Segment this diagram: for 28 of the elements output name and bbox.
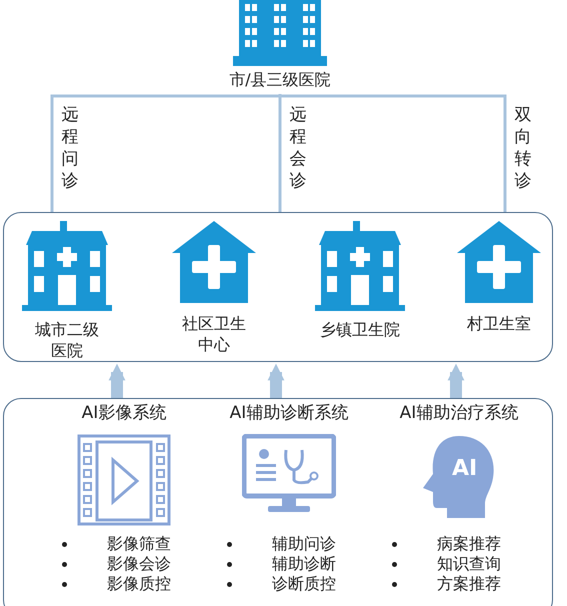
node-label: 乡镇卫生院 xyxy=(319,319,401,340)
block-arrow xyxy=(108,364,126,398)
block-arrow xyxy=(448,364,464,398)
system-title: AI辅助治疗系统 xyxy=(398,403,520,424)
group-box xyxy=(3,398,553,606)
list-item: 影像质控 xyxy=(107,574,171,594)
list-item: 辅助问诊 xyxy=(272,534,336,554)
system-title: AI辅助诊断系统 xyxy=(228,403,350,424)
list-item: 知识查询 xyxy=(437,554,501,574)
system-title: AI影像系统 xyxy=(80,403,168,424)
list-item: 方案推荐 xyxy=(437,574,501,594)
edge-label: 远程问诊 xyxy=(61,104,79,192)
node-label: 村卫生室 xyxy=(466,313,532,334)
connector-line xyxy=(50,93,282,212)
group-box xyxy=(3,212,553,362)
list-item: 辅助诊断 xyxy=(272,554,336,574)
node-label: 市/县三级医院 xyxy=(228,69,332,90)
block-arrow xyxy=(268,364,284,398)
edge-label: 双向转诊 xyxy=(514,104,532,192)
node-label: 城市二级医院 xyxy=(34,319,100,361)
icon-text: AI xyxy=(452,458,478,479)
node-label: 社区卫生中心 xyxy=(181,313,247,355)
edge-label: 远程会诊 xyxy=(289,104,307,192)
list-item: 诊断质控 xyxy=(272,574,336,594)
list-item: 病案推荐 xyxy=(437,534,501,554)
list-item: 影像筛查 xyxy=(107,534,171,554)
list-item: 影像会诊 xyxy=(107,554,171,574)
connector-line xyxy=(278,93,506,212)
